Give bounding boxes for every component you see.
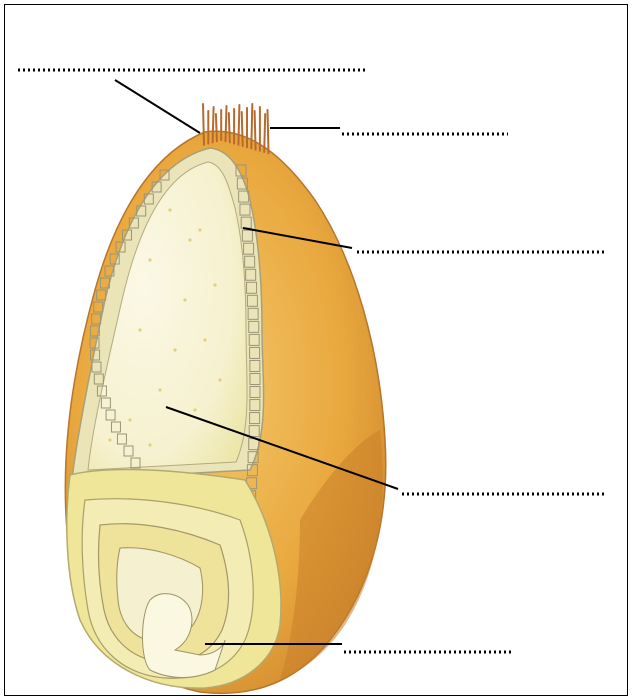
hair-strand — [238, 105, 239, 145]
speckle — [218, 378, 221, 381]
speckle — [148, 443, 151, 446]
speckle — [108, 438, 111, 441]
hair-strand — [213, 107, 214, 142]
speckle — [198, 228, 201, 231]
hair-strand — [216, 114, 217, 141]
speckle — [148, 258, 151, 261]
hair-strand — [203, 104, 204, 145]
hair-strand — [264, 114, 265, 152]
speckle — [213, 283, 216, 286]
hair-strand — [242, 112, 243, 146]
hair-strand — [255, 111, 256, 150]
speckle — [138, 328, 141, 331]
speckle — [173, 348, 176, 351]
hair-strand — [251, 104, 252, 148]
hair-strand — [226, 106, 227, 141]
hair-strand — [229, 113, 230, 142]
hair-strand — [268, 110, 269, 153]
speckle — [128, 418, 131, 421]
speckle — [158, 388, 161, 391]
speckle — [183, 298, 186, 301]
speckle — [168, 208, 171, 211]
speckle — [193, 408, 196, 411]
leader-line-1 — [115, 80, 200, 133]
speckle — [203, 338, 206, 341]
speckle — [188, 238, 191, 241]
